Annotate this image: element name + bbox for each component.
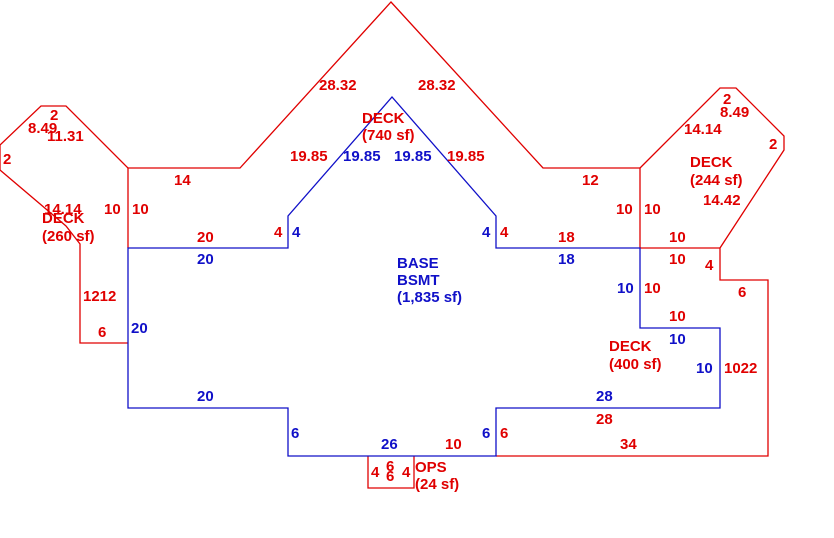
- dim-right-deck-right: 2: [769, 136, 777, 153]
- dim-base-lower-right: 28: [596, 388, 613, 405]
- dim-left-deck-lower: 1212: [83, 288, 116, 305]
- right-deck-area: (244 sf): [690, 172, 743, 189]
- dim-base-step-low-left: 6: [291, 425, 299, 442]
- dim-ops-top: 6: [386, 458, 394, 475]
- dim-main-deck-right-top: 12: [582, 172, 599, 189]
- dim-main-deck-left-step: 4: [274, 224, 283, 241]
- dim-right-deck-diag-left: 14.14: [684, 121, 722, 138]
- left-deck-area: (260 sf): [42, 228, 95, 245]
- dim-main-deck-diag-right-inner: 19.85: [447, 148, 485, 165]
- dim-base-diag-right: 19.85: [394, 148, 432, 165]
- dim-base-diag-left: 19.85: [343, 148, 381, 165]
- right-deck-name: DECK: [690, 154, 733, 171]
- dim-left-deck-top-b: 8.49: [28, 120, 57, 137]
- dim-lower-deck-top: 10: [669, 251, 686, 268]
- dim-ops-right: 4: [402, 464, 411, 481]
- dim-ops-width: 10: [445, 436, 462, 453]
- dim-base-bottom: 26: [381, 436, 398, 453]
- dim-left-deck-top-a: 2: [50, 107, 58, 124]
- base-outline: [127, 96, 721, 457]
- base-area: (1,835 sf): [397, 289, 462, 306]
- dim-lower-deck-inner-top: 10: [669, 308, 686, 325]
- main-deck-area: (740 sf): [362, 127, 415, 144]
- dim-right-deck-vert-low: 6: [738, 284, 746, 301]
- ops-outline: [367, 456, 415, 489]
- base-polygon: [127, 96, 721, 457]
- dim-lower-deck-bottom: 34: [620, 436, 637, 453]
- dim-base-right-lower: 10: [696, 360, 713, 377]
- dim-main-deck-left-vert: 10: [132, 201, 149, 218]
- dim-left-deck-bottom: 6: [98, 324, 106, 341]
- dim-base-top-right: 18: [558, 251, 575, 268]
- dim-base-top-left: 20: [197, 251, 214, 268]
- dim-left-deck-diag: 11.31: [47, 128, 84, 145]
- dim-right-deck-vert: 10: [616, 201, 633, 218]
- dim-base-step-right: 4: [482, 224, 491, 241]
- dim-ops-left: 4: [371, 464, 380, 481]
- dim-main-deck-diag-left-outer: 28.32: [319, 77, 357, 94]
- lower-deck-area: (400 sf): [609, 356, 662, 373]
- dim-main-deck-diag-left-inner: 19.85: [290, 148, 328, 165]
- dim-base-step-low-right: 6: [482, 425, 490, 442]
- dim-lower-deck-bottom-inner: 28: [596, 411, 613, 428]
- dim-right-deck-step: 4: [705, 257, 714, 274]
- dim-base-lower-left: 20: [197, 388, 214, 405]
- left-deck-outline: [0, 105, 129, 344]
- dim-main-deck-right-vert: 10: [644, 201, 661, 218]
- dim-base-inner-top: 10: [669, 331, 686, 348]
- ops-area: (24 sf): [415, 476, 459, 493]
- dim-right-deck-diag-top: 8.49: [720, 104, 749, 121]
- left-deck-name: DECK: [42, 210, 85, 227]
- dim-right-deck-bottom: 10: [669, 229, 686, 246]
- dim-main-deck-diag-right-outer: 28.32: [418, 77, 456, 94]
- dim-right-deck-top: 2: [723, 91, 731, 108]
- deck-outlines: [0, 1, 785, 489]
- lower-deck-name: DECK: [609, 338, 652, 355]
- dim-left-deck-vert: 10: [104, 201, 121, 218]
- dim-lower-deck-step: 6: [500, 425, 508, 442]
- dim-main-deck-right-step: 4: [500, 224, 509, 241]
- dim-right-deck-diag-low: 14.42: [703, 192, 741, 209]
- main-deck-name: DECK: [362, 110, 405, 127]
- dim-lower-deck-right: 1022: [724, 360, 757, 377]
- dim-base-step-left: 4: [292, 224, 301, 241]
- dim-main-deck-right-bottom: 18: [558, 229, 575, 246]
- dim-lower-deck-left: 10: [644, 280, 661, 297]
- dim-ops-bottom: 6: [386, 468, 394, 485]
- dim-base-right-upper: 10: [617, 280, 634, 297]
- dim-main-deck-left-bottom: 20: [197, 229, 214, 246]
- right-deck-outline: [496, 87, 785, 457]
- base-name: BASE: [397, 255, 439, 272]
- dim-main-deck-left-top: 14: [174, 172, 191, 189]
- dim-left-deck-diag-low: 14.14: [44, 201, 82, 218]
- base-sub: BSMT: [397, 272, 440, 289]
- dim-base-left: 20: [131, 320, 148, 337]
- ops-name: OPS: [415, 459, 447, 476]
- dim-left-deck-left: 2: [3, 151, 11, 168]
